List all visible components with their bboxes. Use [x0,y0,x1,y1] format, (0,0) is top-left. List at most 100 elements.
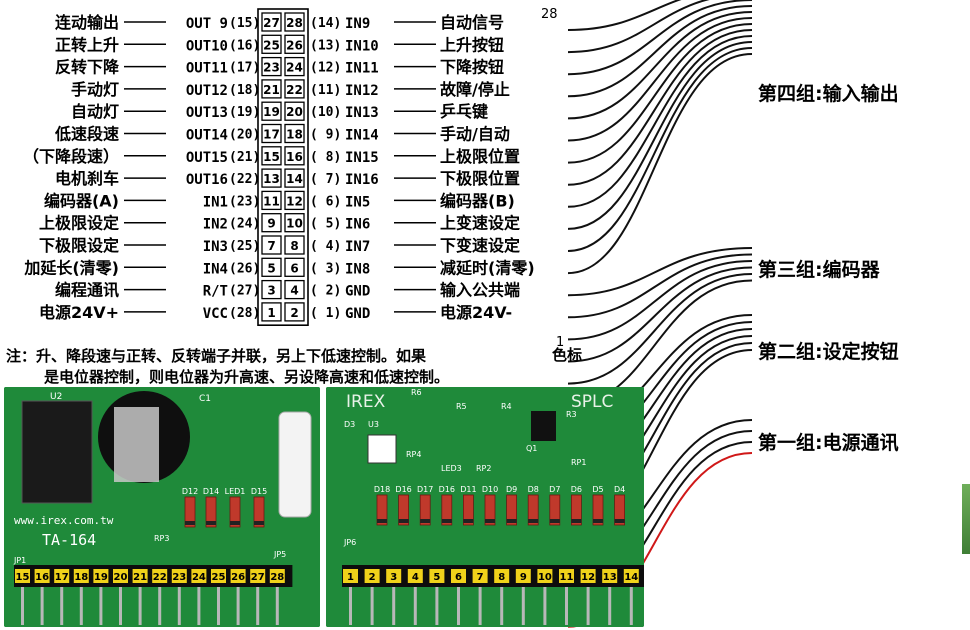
ribbon-wire [567,23,753,164]
right-function-label: 上变速设定 [440,214,520,233]
diode-label: D11 [460,485,476,494]
pin-number-tag [623,569,639,583]
pin-number-tag [54,569,70,583]
diode [376,494,388,526]
pin-number-left: 5 [267,261,275,275]
pin-number-tag [602,569,618,583]
pin-number-tag [152,569,168,583]
header-pin-number: 12 [581,572,595,583]
left-function-label: 正转上升 [55,35,119,54]
diode-band [377,519,387,523]
right-pin-index: (12) [310,61,341,76]
diode [184,496,196,528]
right-function-label: 故障/停止 [440,80,510,99]
note-line-1: 注：升、降段速与正转、反转端子并联，另上下低速控制。如果 [6,347,427,365]
header-pin [435,587,439,625]
pin-number-tag [269,569,285,583]
header-pin [500,587,504,625]
diode-band [420,519,431,523]
part-label: R6 [411,388,422,397]
header-pin [543,587,547,625]
pin-box-left [261,302,282,322]
diode [527,494,539,526]
right-signal-name: IN8 [345,261,370,277]
pin-number-right: 20 [286,105,303,119]
ribbon-wire [567,0,682,31]
diode [484,494,496,526]
right-signal-name: GND [345,284,370,300]
header-pin [177,587,181,625]
ribbon-wire [567,53,753,275]
transistor [531,411,556,441]
ribbon-wire [567,253,753,319]
left-signal-name: OUT15 [186,150,228,166]
header-pin [565,587,568,625]
pin-number-right: 28 [286,16,303,30]
header-pin [236,587,240,625]
part-label: LED3 [441,464,462,473]
group-label-1: 第一组:电源通讯 [758,431,899,454]
pin-number-left: 11 [263,194,280,208]
left-function-label: 手动灯 [71,80,119,99]
pin-box-right [284,12,305,32]
diode [592,494,604,526]
pin-number-tag [386,569,402,583]
header-pin [370,587,374,625]
ribbon-wire [567,35,753,208]
pin-box-left [261,190,282,211]
jp-label: JP5 [273,550,286,559]
diode [229,496,241,528]
pin-number-right: 8 [290,239,298,253]
right-signal-name: IN5 [345,194,370,210]
wire-top-number: 28 [541,7,558,22]
header-pin [21,587,24,625]
pin-box-left [261,257,282,277]
left-pin-index: (23) [229,194,260,209]
left-signal-name: OUT11 [186,61,228,77]
right-function-label: 下降按钮 [440,58,504,77]
header-pin-number: 2 [369,572,376,583]
diode [398,494,409,526]
header-pin-number: 20 [114,572,128,583]
right-function-label: 乒乓键 [440,102,488,121]
wire-bottom-number: 1 [556,335,564,350]
diode-label: D8 [528,485,539,494]
pin-box-left [261,79,282,99]
header-pin-number: 10 [538,572,552,583]
pin-number-left: 27 [263,16,280,30]
left-pin-index: (15) [229,16,260,31]
left-function-label: 反转下降 [55,58,120,77]
ic-chip [21,400,93,504]
pin-box-right [284,56,305,77]
pin-number-tag [34,569,50,583]
header-pin-number: 5 [433,572,440,583]
part-label: U3 [368,420,379,429]
pin-number-tag [230,569,246,583]
pin-number-right: 4 [290,284,298,298]
header-pin [158,587,162,625]
diode [549,494,561,526]
diode [441,494,453,526]
left-signal-name: VCC [203,306,228,322]
pin-box-right [284,101,305,121]
header-pin [138,587,142,625]
left-pin-index: (19) [229,105,260,120]
pin-number-left: 23 [263,61,280,75]
pin-number-left: 15 [263,150,280,164]
header-pin [99,587,103,625]
header-pin [586,587,590,625]
right-signal-name: GND [345,306,370,322]
diode [205,496,217,528]
diode-label: D10 [482,485,498,494]
diode-label: D7 [549,485,560,494]
diode-band [593,519,603,523]
diode [253,496,265,528]
diode-label: D12 [182,487,198,496]
right-signal-name: IN11 [345,61,379,77]
pin-box-right [284,213,305,233]
pin-number-right: 12 [286,194,303,208]
right-function-label: 手动/自动 [440,125,510,144]
header-pin-number: 18 [74,572,88,583]
